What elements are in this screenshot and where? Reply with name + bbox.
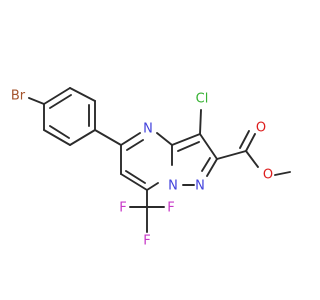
bond-ph-5-double [49, 125, 70, 139]
bond-ph-4 [69, 129, 96, 146]
bond-carbonyl-o [245, 133, 256, 152]
atom-fluorine-left: F [119, 201, 126, 216]
atom-nitrogen-bridge: N [168, 179, 178, 194]
bond-c3a-c3 [171, 133, 201, 146]
atom-chlorine: Cl [196, 92, 209, 107]
bond-c2-ccarbonyl [216, 150, 247, 160]
bond-c3-cl [199, 109, 202, 135]
bond-ph-1 [43, 87, 71, 105]
atom-labels: Br Cl N N N O O F F F [11, 89, 273, 249]
bond-ph-pyrimidine [94, 129, 122, 146]
atom-fluorine-top: F [143, 234, 150, 249]
atom-fluorine-right: F [167, 201, 174, 216]
bond-ph-1-double [49, 94, 72, 109]
bond-ph-2 [69, 87, 96, 102]
bond-carbonyl-o-double [239, 130, 250, 149]
bond-c2-n1 [206, 158, 218, 177]
bond-ph-5 [43, 129, 71, 146]
bond-c5-n4 [120, 132, 141, 146]
bond-carbonyl-oester [245, 150, 259, 168]
atom-nitrogen-pyrazole: N [195, 179, 205, 194]
bond-n4-c3a [156, 132, 173, 146]
bond-c2-n1-double [201, 157, 211, 172]
atom-oxygen-carbonyl: O [256, 121, 266, 136]
bond-n7a-c7 [146, 182, 159, 191]
atom-nitrogen-pyrimidine: N [143, 122, 153, 137]
atom-oxygen-ester: O [263, 168, 273, 183]
bond-c7-c6 [120, 173, 148, 191]
chemical-structure: Br Cl N N N O O F F F [11, 87, 291, 249]
bond-c5-n4-double [126, 139, 144, 151]
bond-oester-ch3 [274, 171, 291, 176]
bond-c3a-c3-double [177, 141, 200, 152]
bond-c7-c6-double [125, 170, 146, 184]
bond-br-c [28, 97, 45, 105]
bond-c3-c2 [199, 133, 218, 160]
bonds [28, 87, 291, 233]
atom-bromine: Br [11, 89, 26, 104]
